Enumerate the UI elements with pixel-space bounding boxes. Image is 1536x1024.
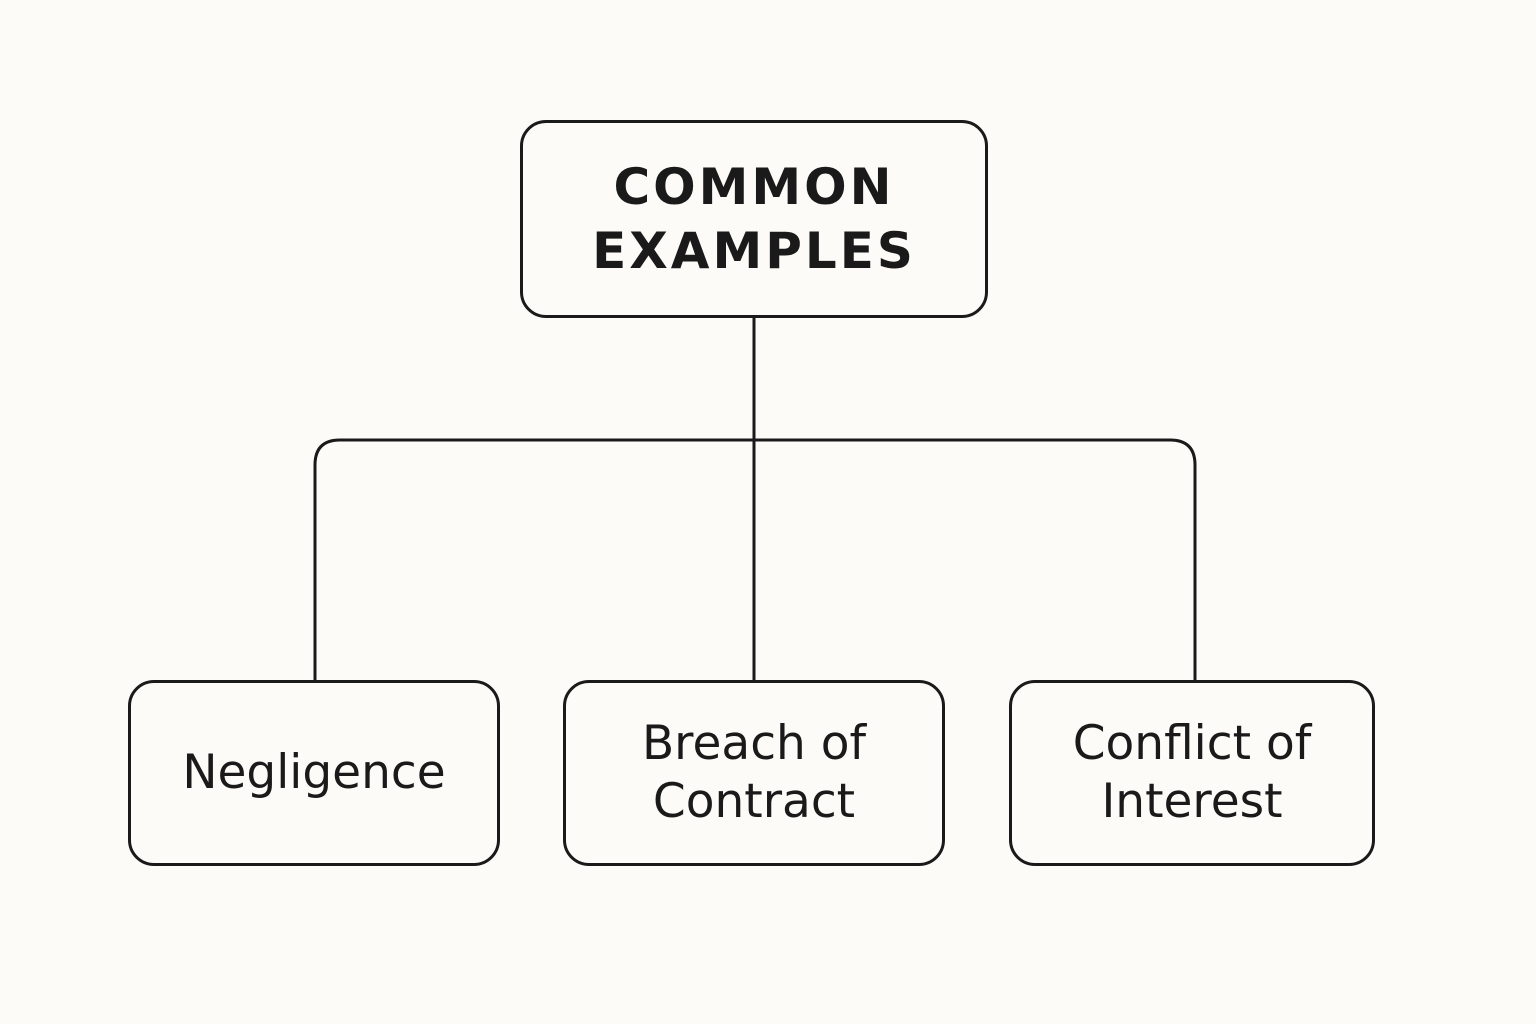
child-node-conflict-of-interest: Conflict of Interest [1009, 680, 1375, 866]
root-label-line-1: COMMON [613, 158, 895, 216]
child-label-breach-line-2: Contract [652, 774, 856, 829]
child-node-breach-of-contract: Breach of Contract [563, 680, 945, 866]
child-label-breach-line-1: Breach of [641, 716, 867, 771]
child-label-conflict-line-1: Conflict of [1072, 716, 1312, 771]
root-node-common-examples: COMMON EXAMPLES [520, 120, 988, 318]
root-label-line-2: EXAMPLES [592, 222, 916, 280]
branch-connector [313, 438, 1197, 680]
child-label-conflict-line-2: Interest [1101, 774, 1283, 829]
child-label-negligence: Negligence [182, 745, 446, 800]
child-node-negligence: Negligence [128, 680, 500, 866]
